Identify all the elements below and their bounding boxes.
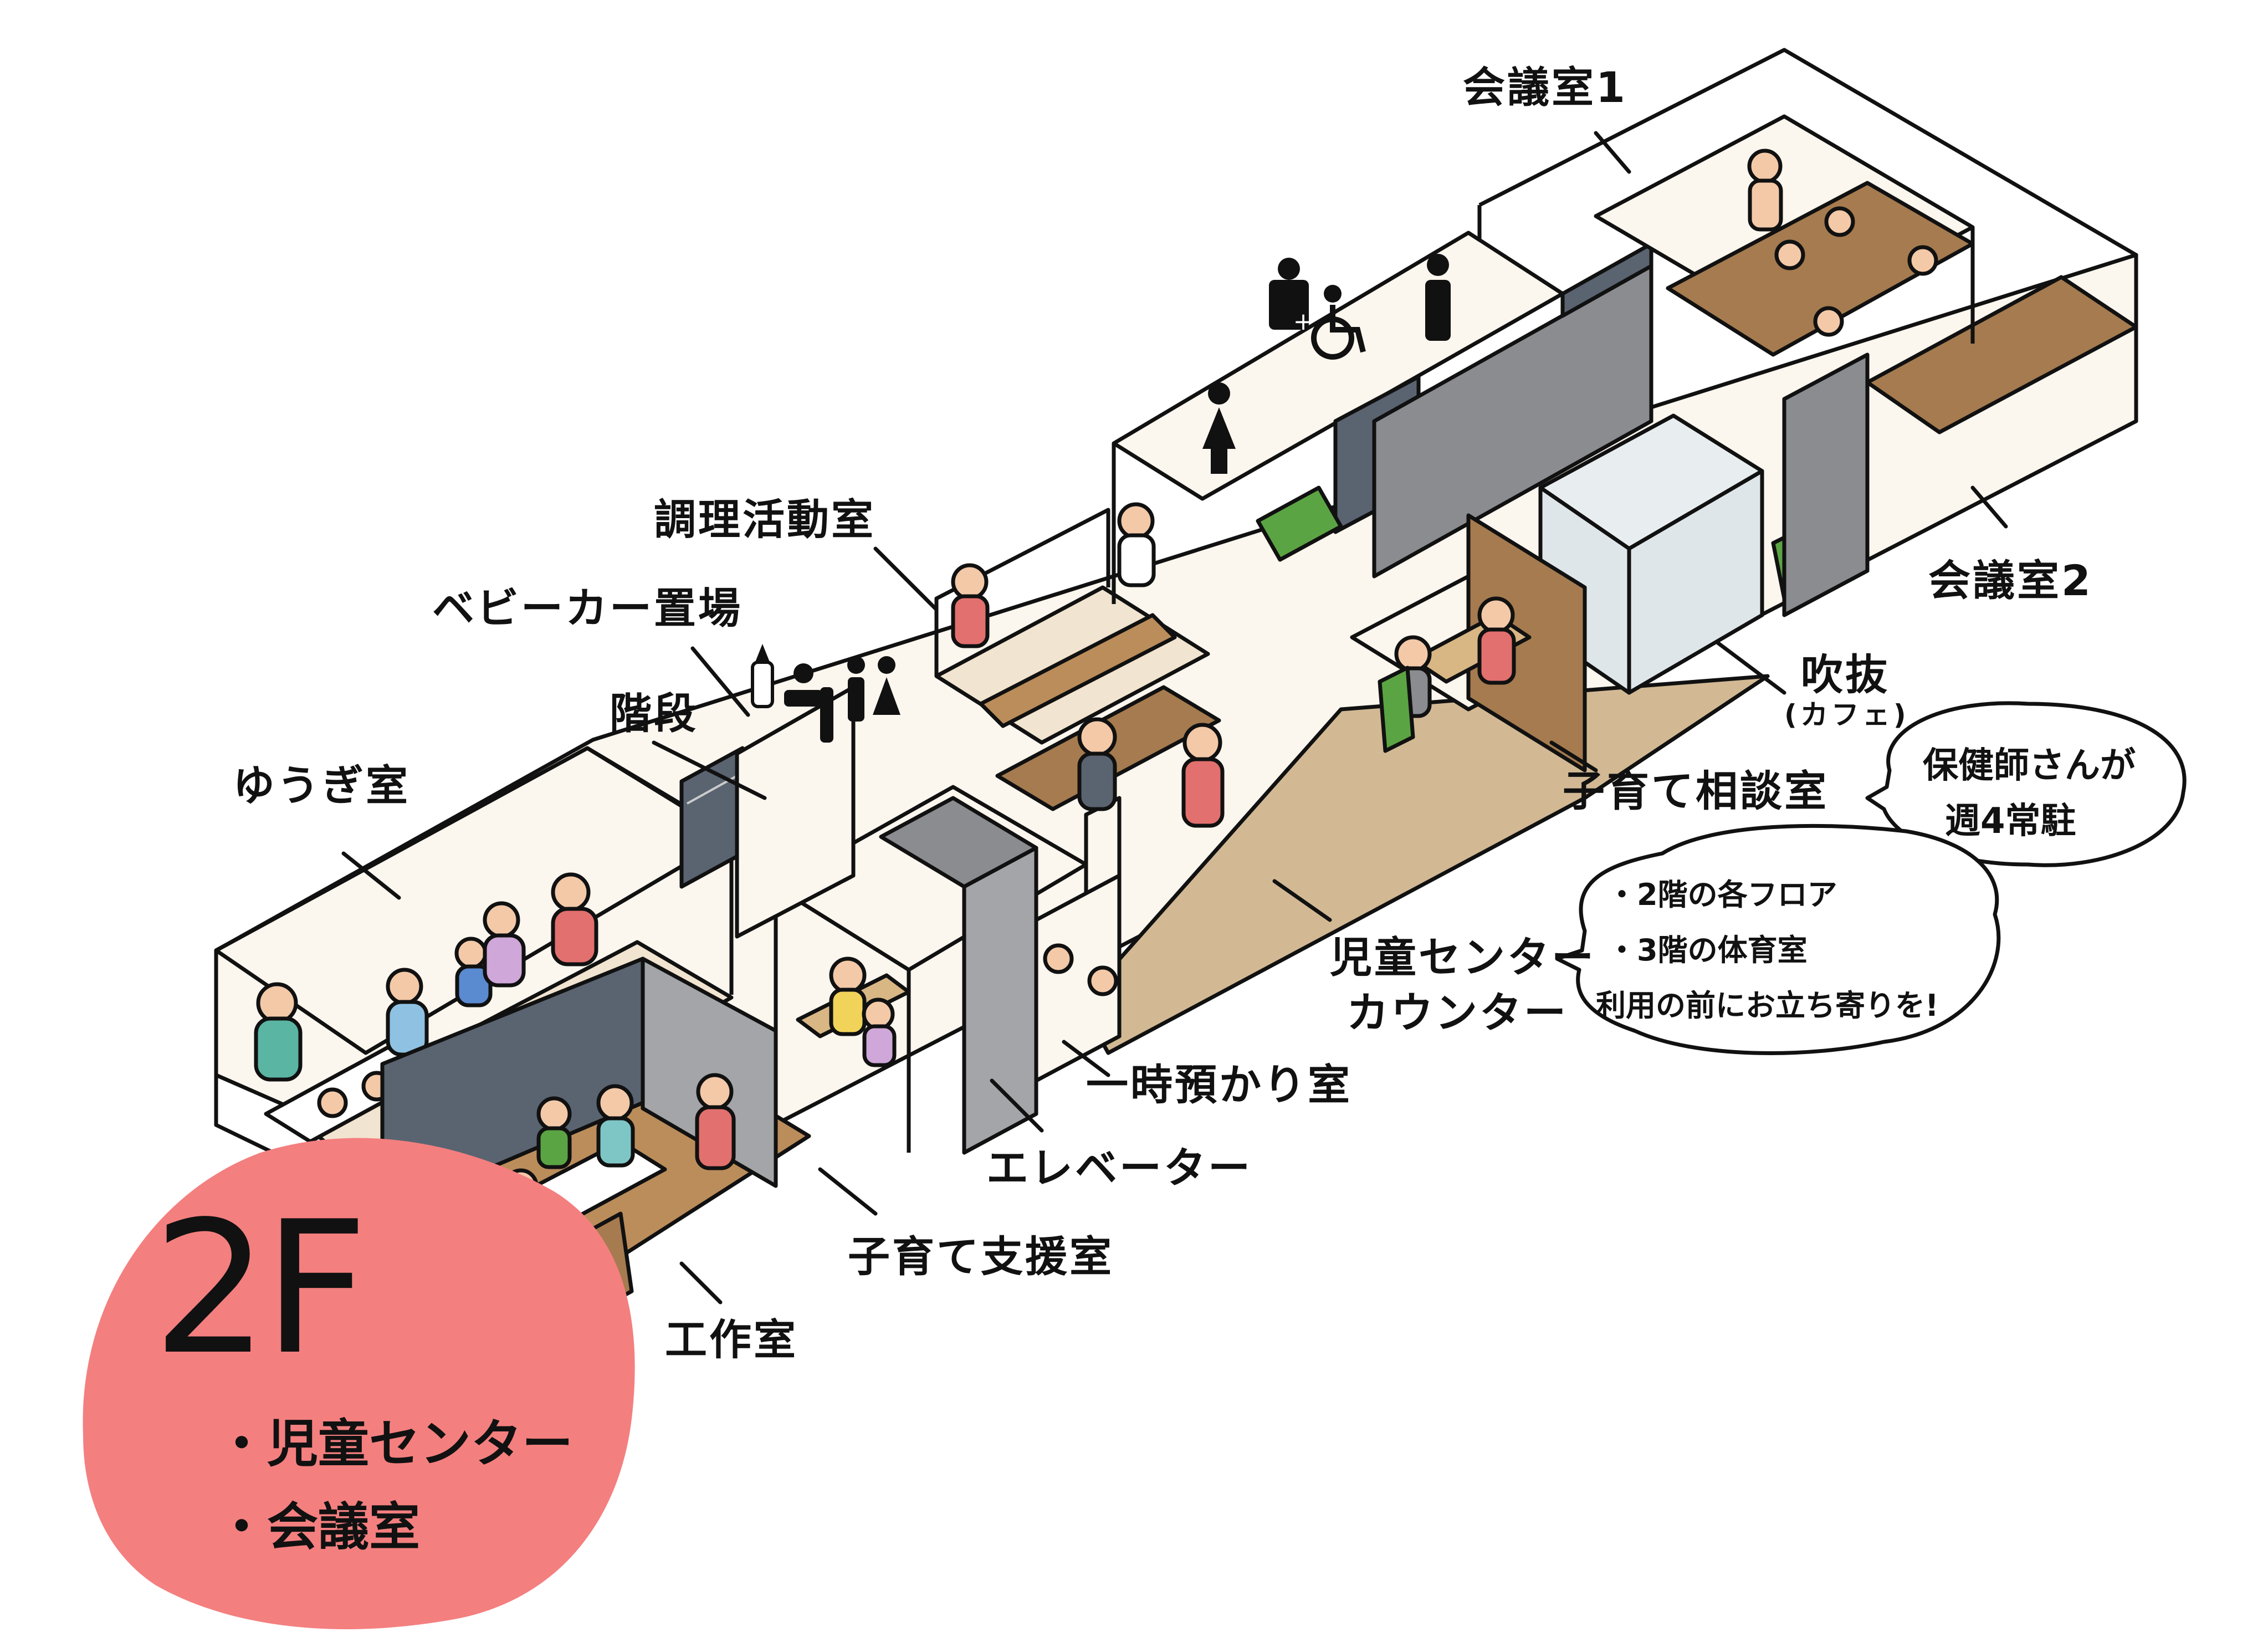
wheelchair-icon [1311,285,1366,360]
label-consult-room: 子育て相談室 [1563,766,1829,816]
label-meeting-room-1: 会議室1 [1463,63,1627,112]
label-temp-care-room: 一時預かり室 [1086,1060,1352,1109]
meeting-rooms [1594,114,2138,617]
diaper-changing-icon [784,663,833,743]
family-icon [847,656,900,722]
accessible-toilet-icon: + [1269,258,1313,336]
stairs [679,685,856,939]
label-support-room: 子育て支援室 [848,1232,1114,1281]
leader-lines [341,131,2008,1305]
label-atrium: 吹抜 [1801,650,1890,699]
label-elevator: エレベーター [986,1143,1252,1193]
label-meeting-room-2: 会議室2 [1928,556,2093,605]
male-toilet-icon [1425,254,1451,341]
female-toilet-icon [1202,382,1236,474]
floor-item-children-center: ・児童センター [216,1414,574,1474]
svg-text:+: + [1293,308,1314,336]
baby-bottle-icon [751,643,774,708]
counter-note-bubble [1555,823,2001,1055]
floor-badge [83,1138,635,1629]
label-atrium-cafe: (カフェ) [1784,699,1909,731]
label-counter-line2: カウンター [1347,988,1568,1037]
nurse-bubble-line1: 保健師さんが [1923,745,2136,786]
label-stairs: 階段 [610,689,698,738]
floor-number: 2F [152,1182,368,1395]
counter-note-line3: 利用の前にお立ち寄りを! [1596,988,1939,1023]
consult-room [1350,513,1587,773]
temp-care-room [1034,873,1122,1083]
label-craft-room: 工作室 [665,1315,798,1364]
label-yuugi-room: ゆうぎ室 [233,761,410,810]
label-stroller-area: ベビーカー置場 [432,584,743,633]
consult-counter [995,685,1225,828]
counter-note-line2: ・3階の体育室 [1607,933,1808,968]
label-counter-line1: 児童センター [1330,933,1596,982]
counter-note-line1: ・2階の各フロア [1607,877,1837,912]
floor-item-meeting-rooms: ・会議室 [216,1497,421,1557]
label-cooking-room: 調理活動室 [654,495,876,544]
nurse-bubble-line2: 週4常駐 [1945,801,2076,842]
cooking-room [934,502,1210,745]
